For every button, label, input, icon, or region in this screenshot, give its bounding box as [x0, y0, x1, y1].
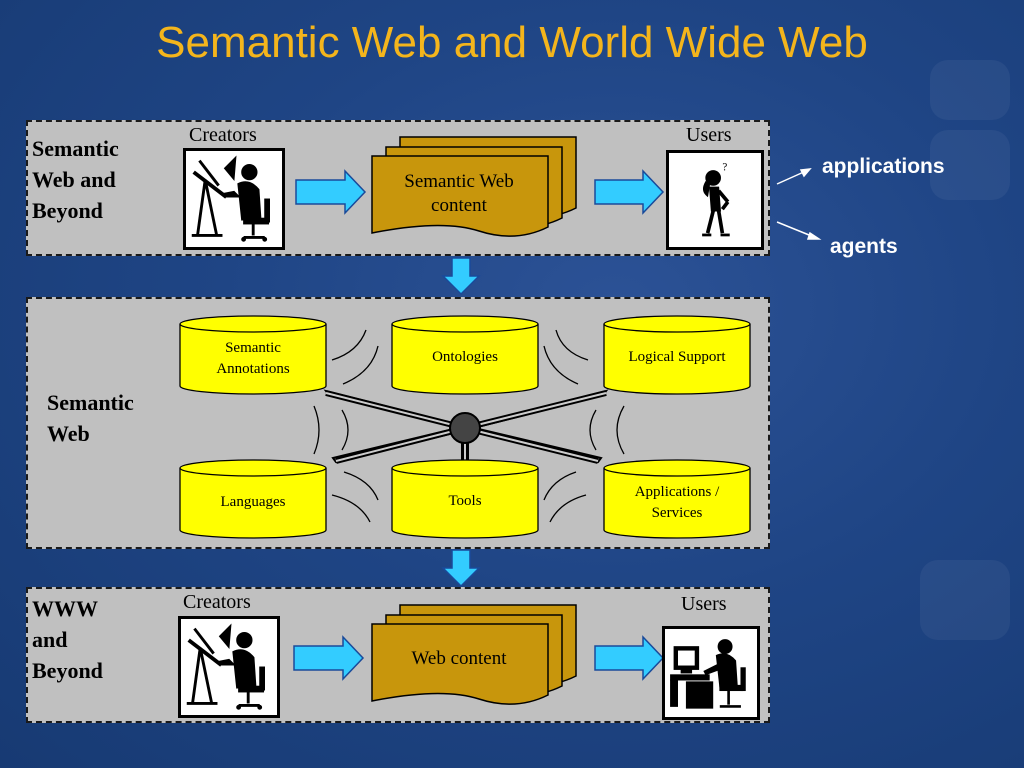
cylinder-applications-services	[603, 459, 751, 539]
creator-drafting-icon	[178, 616, 280, 718]
cylinder-languages	[179, 459, 327, 539]
agents-label: agents	[830, 235, 898, 258]
ontologies-label: Ontologies	[432, 349, 498, 365]
web-content-label: Web content	[411, 648, 507, 669]
top-users-label: Users	[686, 124, 732, 146]
languages-label: Languages	[220, 494, 286, 510]
background-shape	[930, 130, 1010, 200]
slide-title: Semantic Web and World Wide Web	[156, 18, 868, 67]
semantic-web-content-document	[371, 136, 577, 237]
applications-label: applications	[822, 155, 945, 178]
top-creators-label: Creators	[189, 124, 257, 146]
applications-services-label: Applications / Services	[634, 484, 720, 521]
semantic-annotations-label: Semantic Annotations	[216, 340, 290, 377]
bottom-creators-label: Creators	[183, 591, 251, 613]
cylinder-tools	[391, 459, 539, 539]
logical-support-label: Logical Support	[628, 349, 726, 365]
semantic-web-beyond-label: Semantic Web and Beyond	[32, 136, 119, 223]
svg-text:?: ?	[722, 162, 727, 174]
cylinder-logical-support	[603, 315, 751, 395]
flow-arrow-right	[594, 169, 665, 215]
flow-arrow-right	[594, 635, 665, 681]
computer-user-icon	[662, 626, 760, 720]
flow-arrow-right	[293, 635, 365, 681]
semantic-web-label: Semantic Web	[47, 390, 134, 446]
bottom-users-label: Users	[681, 593, 727, 615]
web-content-document	[371, 604, 577, 705]
www-beyond-label: WWW and Beyond	[32, 596, 103, 683]
tools-label: Tools	[448, 493, 482, 509]
creator-drafting-icon	[183, 148, 285, 250]
cylinder-ontologies	[391, 315, 539, 395]
background-shape	[930, 60, 1010, 120]
thinking-user-icon: ?	[666, 150, 764, 250]
flow-arrow-right	[295, 169, 367, 215]
background-shape	[920, 560, 1010, 640]
semantic-web-content-label: Semantic Web content	[404, 171, 514, 216]
cylinder-semantic-annotations	[179, 315, 327, 395]
